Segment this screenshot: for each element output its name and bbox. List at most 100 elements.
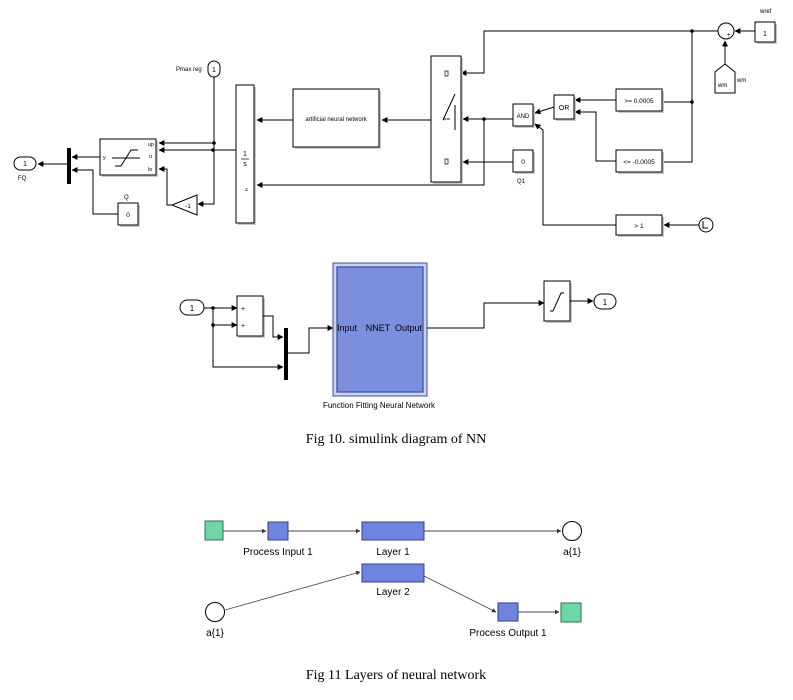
- fig2-sum-block[interactable]: + +: [236, 295, 265, 338]
- figure-10-caption: Fig 10. simulink diagram of NN: [306, 432, 486, 447]
- a1-top-label: a{1}: [563, 547, 581, 558]
- a1-bottom-label: a{1}: [206, 628, 224, 639]
- layer1-block[interactable]: [361, 521, 425, 541]
- nnet-output-label: Output: [395, 323, 423, 333]
- switch-label: >=: [443, 117, 451, 123]
- fig2-out-value: 1: [603, 298, 608, 307]
- sum-plus-sign: +: [727, 33, 731, 39]
- and-label: AND: [517, 114, 530, 120]
- le-to-or-line: [574, 109, 616, 162]
- ann-block[interactable]: artificial neural network: [292, 88, 381, 149]
- fig2-sum-plus1: +: [241, 306, 245, 313]
- fig2-sum-plus2: +: [241, 323, 245, 330]
- nnet-input-label: Input: [337, 323, 358, 333]
- or-block[interactable]: OR: [553, 94, 576, 121]
- fq-outport[interactable]: 1: [13, 156, 37, 171]
- q1-value: 0: [521, 159, 525, 166]
- process-input-block[interactable]: [267, 521, 289, 541]
- limit-lo-label: lo: [148, 167, 152, 173]
- limit-u-label: u: [149, 154, 152, 160]
- pmax-label: Pmax reg: [176, 67, 202, 73]
- compare-ge-label: >= 0.0005: [624, 98, 654, 105]
- fig2-in-to-sum-bottom: [212, 308, 238, 328]
- q-constant-block[interactable]: 0: [117, 202, 140, 227]
- compare-gt1-block[interactable]: > 1: [615, 214, 664, 237]
- sum-circle[interactable]: - +: [717, 22, 735, 40]
- wm-from-block[interactable]: wm wm: [714, 63, 746, 94]
- nnet-caption: Function Fitting Neural Network: [323, 401, 436, 410]
- q-label: Q: [124, 195, 129, 201]
- pmax-to-limit-up-line: [158, 77, 215, 146]
- input-io-block[interactable]: [204, 520, 224, 541]
- fig2-in-to-mux-bottom: [212, 325, 284, 370]
- compare-le-label: <= -0.0005: [623, 159, 655, 166]
- fig2-group: 1 + + Input NNET Output Function Fitting…: [179, 262, 617, 410]
- ann-label: artificial neural network: [305, 117, 367, 123]
- gain-value: -1: [185, 203, 191, 210]
- compare-ge-block[interactable]: >= 0.0005: [615, 88, 664, 113]
- integrator-reset-mark: ⌅: [244, 187, 249, 193]
- saturation-block[interactable]: up u lo y: [99, 138, 158, 177]
- fig2-nnet-to-sat: [427, 300, 545, 329]
- a1-to-layer2-line: [224, 570, 361, 611]
- nnet-title: NNET: [366, 323, 391, 333]
- switch-block[interactable]: >=: [430, 55, 463, 184]
- q-value: 0: [126, 212, 130, 219]
- or-to-and-line: [534, 106, 555, 115]
- and-to-integrator-reset-line: [256, 119, 485, 188]
- fig2-in-value: 1: [190, 304, 195, 313]
- gain-to-limit-lo-line: [158, 166, 172, 206]
- process-output-label: Process Output 1: [469, 628, 547, 639]
- clock-hands: [702, 221, 708, 229]
- pmax-value: 1: [212, 67, 216, 74]
- and-block[interactable]: AND: [512, 103, 535, 128]
- fig2-saturation-curve: [550, 292, 564, 312]
- integrator-numerator: 1: [243, 151, 247, 158]
- fig2-inport[interactable]: 1: [179, 299, 205, 316]
- gain-block[interactable]: -1: [170, 194, 198, 216]
- layer2-to-process-output-line: [423, 575, 497, 613]
- figure-11-caption: Fig 11 Layers of neural network: [306, 668, 486, 683]
- pmax-inport[interactable]: 1: [207, 60, 221, 78]
- compare-le-block[interactable]: <= -0.0005: [615, 149, 664, 174]
- nnet-block[interactable]: Input NNET Output: [332, 262, 428, 397]
- q1-constant-block[interactable]: 0: [512, 149, 535, 174]
- wm-label-inside: wm: [717, 83, 727, 89]
- compare-gt1-label: > 1: [634, 223, 644, 230]
- process-output-block[interactable]: [497, 602, 519, 622]
- fq-label: FQ: [18, 176, 27, 182]
- mux-bar[interactable]: [67, 148, 71, 184]
- limit-up-label: up: [148, 142, 154, 148]
- a1-output-node[interactable]: [562, 521, 582, 541]
- or-label: OR: [559, 105, 570, 112]
- integrator-block[interactable]: 1 s ⌅: [235, 84, 256, 225]
- clock-icon[interactable]: [698, 217, 714, 233]
- error-to-switch-line: [460, 30, 718, 76]
- fig2-mux-bar[interactable]: [284, 328, 288, 380]
- gt1-to-and-line: [534, 123, 616, 226]
- fig2-saturation-block[interactable]: [543, 280, 572, 323]
- wref-value: 1: [763, 31, 767, 38]
- sum-minus-sign: -: [720, 22, 723, 29]
- fig3-group: Process Input 1 Layer 1 a{1} Layer 2 a{1…: [204, 520, 582, 639]
- layer2-block[interactable]: [361, 563, 425, 583]
- fig2-sum-to-mux: [263, 315, 284, 340]
- q-to-mux-line: [71, 167, 118, 215]
- wref-label: wref: [759, 9, 772, 15]
- fq-out-value: 1: [23, 161, 27, 168]
- output-io-block[interactable]: [560, 602, 582, 623]
- fig2-mux-to-nnet: [288, 325, 334, 354]
- layer1-label: Layer 1: [376, 547, 410, 558]
- layer2-label: Layer 2: [376, 587, 410, 598]
- q1-label: Q1: [517, 179, 526, 185]
- limit-y-label: y: [103, 155, 106, 161]
- switch-contact: [442, 93, 456, 121]
- fig2-outport[interactable]: 1: [593, 293, 617, 310]
- a1-input-node[interactable]: [205, 602, 225, 622]
- wref-constant-block[interactable]: 1: [754, 21, 777, 44]
- process-input-label: Process Input 1: [243, 547, 313, 558]
- wm-label: wm: [736, 78, 746, 84]
- integrator-denominator: s: [243, 161, 247, 168]
